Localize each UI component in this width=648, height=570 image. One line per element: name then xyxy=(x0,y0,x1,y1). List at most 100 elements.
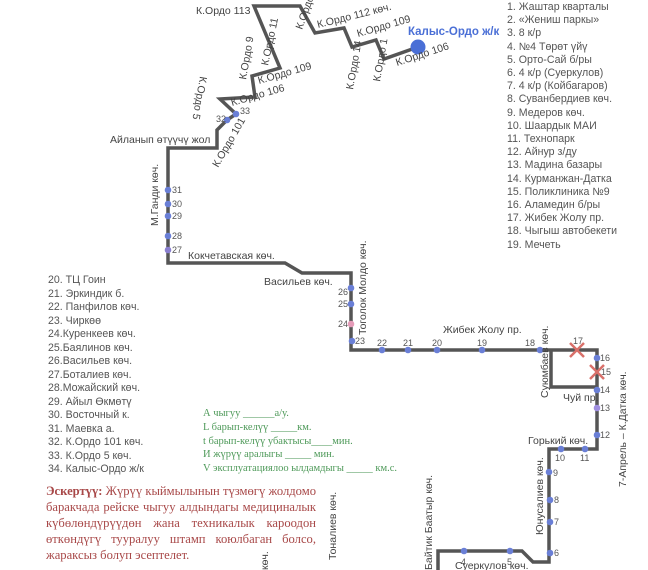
stop-num: 22 xyxy=(377,338,387,348)
list-item: 24.Куренкеев көч. xyxy=(48,328,136,340)
list-item: 17. Жибек Жолу пр. xyxy=(507,212,605,225)
street-label: Суеркулов көч. xyxy=(455,560,529,570)
stop-num: 25 xyxy=(338,299,348,309)
stop-26[interactable] xyxy=(347,284,355,292)
stop-num: 9 xyxy=(553,468,558,478)
stop-num: 31 xyxy=(172,185,182,195)
route-line xyxy=(166,4,599,570)
stop-num: 20 xyxy=(432,338,442,348)
stop-12[interactable] xyxy=(593,431,601,439)
stop-4[interactable] xyxy=(460,547,468,555)
stop-24[interactable] xyxy=(347,320,355,328)
stop-num: 33 xyxy=(240,106,250,116)
list-item: 8. Суванбердиев көч. xyxy=(507,93,613,106)
stop-32[interactable] xyxy=(223,116,231,124)
param-line: t барып-келүү убактысы____мин. xyxy=(203,435,353,447)
stop-22[interactable] xyxy=(378,346,386,354)
street-label: Горький көч. xyxy=(528,435,588,447)
list-item: 6. 4 к/р (Суеркулов) xyxy=(507,67,604,80)
stop-14[interactable] xyxy=(593,386,601,394)
list-item: 4. №4 Төрөт үйү xyxy=(507,40,588,53)
removed-stop-17-icon xyxy=(569,342,585,358)
stop-number-labels: 4 5 6 7 8 9 10 11 12 13 14 15 16 17 18 1… xyxy=(172,106,611,567)
stop-31[interactable] xyxy=(164,186,172,194)
list-item: 19. Мечеть xyxy=(507,238,561,251)
list-item: 34. Калыс-Ордо ж/к xyxy=(48,463,144,475)
stop-25[interactable] xyxy=(347,300,355,308)
street-label: 7-Апрель – К.Датка көч. xyxy=(617,371,629,487)
list-item: 11. Технопарк xyxy=(507,133,575,146)
stop-27[interactable] xyxy=(164,246,172,254)
stop-21[interactable] xyxy=(404,346,412,354)
list-item: 13. Мадина базары xyxy=(507,159,603,172)
list-item: 16. Аламедин б/ры xyxy=(507,199,601,212)
stop-num: 4 xyxy=(461,557,466,567)
list-item: 23. Чиркөө xyxy=(48,314,101,327)
street-label: Айланып өтүүчү жол xyxy=(110,134,210,146)
stop-29[interactable] xyxy=(164,212,172,220)
list-item: 7. 4 к/р (Койбагаров) xyxy=(507,80,608,93)
stop-11[interactable] xyxy=(581,445,589,453)
stop-num: 14 xyxy=(600,385,610,395)
stop-num: 8 xyxy=(554,495,559,505)
stop-num: 24 xyxy=(338,319,348,329)
street-label: Васильев көч. xyxy=(264,276,333,288)
list-item: 9. Медеров көч. xyxy=(507,106,585,119)
list-item: 27.Боталиев көч. xyxy=(48,368,132,381)
street-label: М.Ганди көч. xyxy=(149,164,161,226)
note: Эскертүү: Жүрүү кыймылынын түзмөгү жолдо… xyxy=(46,483,316,563)
stop-13[interactable] xyxy=(593,404,601,412)
list-item: 14. Курманжан-Датка xyxy=(507,172,612,185)
street-label: көч. xyxy=(259,551,271,570)
stop-16[interactable] xyxy=(593,354,601,362)
stop-num: 13 xyxy=(600,403,610,413)
stop-33[interactable] xyxy=(232,110,240,118)
stop-9[interactable] xyxy=(545,468,553,476)
list-item: 31. Маевка а. xyxy=(48,422,115,435)
stop-num: 12 xyxy=(600,430,610,440)
stop-num: 15 xyxy=(601,367,611,377)
stop-19[interactable] xyxy=(478,346,486,354)
note-text: Жүрүү кыймылынын түзмөгү жолдомо баракча… xyxy=(46,484,316,562)
stops-list-1: 1. Жаштар кварталы 2. «Жениш паркы» 3. 8… xyxy=(507,1,617,252)
list-item: 15. Поликлиника №9 xyxy=(507,185,610,198)
stop-8[interactable] xyxy=(546,496,554,504)
list-item: 5. Орто-Сай б/ры xyxy=(507,53,592,66)
street-label: Чуй пр. xyxy=(563,392,598,404)
street-label: К.Ордо 1 xyxy=(371,37,390,82)
stop-num: 27 xyxy=(172,245,182,255)
stop-num: 29 xyxy=(172,211,182,221)
param-line: А чыгуу ______а/у. xyxy=(203,408,289,419)
list-item: 21. Эркиндик б. xyxy=(48,287,125,300)
stop-23[interactable] xyxy=(348,337,356,345)
stop-num: 16 xyxy=(600,353,610,363)
list-item: 30. Восточный к. xyxy=(48,409,130,421)
stop-num: 21 xyxy=(403,338,413,348)
street-label: Кокчетавская көч. xyxy=(188,250,275,262)
removed-stop-15-icon xyxy=(589,364,605,380)
street-label: Суюмбаев көч. xyxy=(539,326,551,398)
stop-20[interactable] xyxy=(433,346,441,354)
stop-num: 6 xyxy=(554,548,559,558)
stop-num: 17 xyxy=(573,336,583,346)
stop-num: 28 xyxy=(172,231,182,241)
list-item: 2. «Жениш паркы» xyxy=(507,14,600,27)
stop-28[interactable] xyxy=(164,232,172,240)
stop-num: 7 xyxy=(554,517,559,527)
terminal-label: Калыс-Ордо ж/к xyxy=(408,26,499,38)
list-item: 25.Баялинов көч. xyxy=(48,341,133,354)
stop-30[interactable] xyxy=(164,200,172,208)
param-line: И жүрүү аралыгы _____ мин. xyxy=(203,449,335,461)
stop-7[interactable] xyxy=(546,518,554,526)
street-label: Тоналиев көч. xyxy=(327,492,339,560)
terminal-stop[interactable] xyxy=(410,39,426,55)
stop-10[interactable] xyxy=(557,445,565,453)
list-item: 32. К.Ордо 101 көч. xyxy=(48,436,144,448)
stop-18[interactable] xyxy=(536,346,544,354)
param-line: V эксплуатациялоо ылдамдыгы _____ км.с. xyxy=(203,463,398,475)
stop-num: 18 xyxy=(525,338,535,348)
list-item: 18. Чыгыш автобекети xyxy=(507,225,618,238)
stop-5[interactable] xyxy=(506,547,514,555)
stop-6[interactable] xyxy=(546,549,554,557)
stop-num: 5 xyxy=(507,557,512,567)
